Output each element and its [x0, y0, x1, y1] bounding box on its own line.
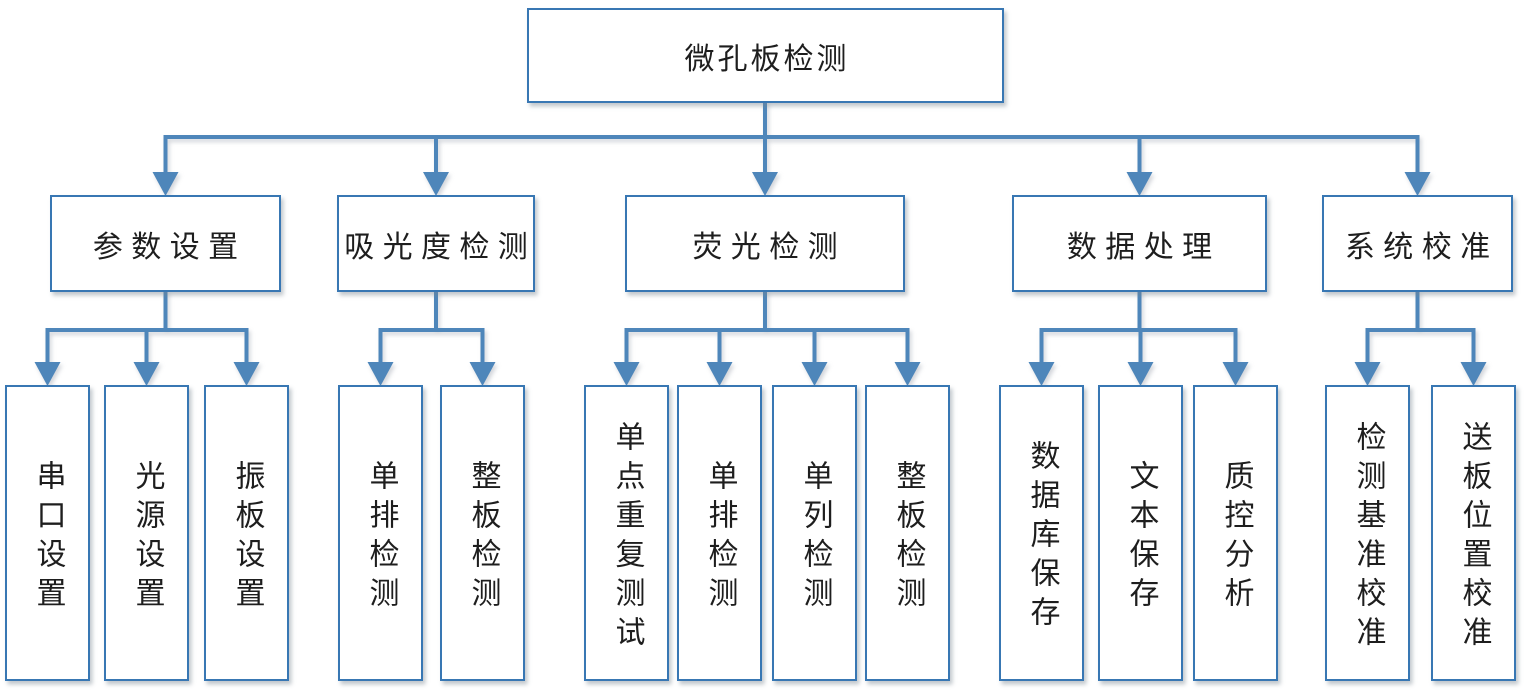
node-label: 数据库保存 [1024, 440, 1060, 635]
node-label: 光源设置 [129, 459, 165, 616]
node-label: 数据处理 [1066, 229, 1221, 265]
node-whole-plate-detection-absorbance: 整板检测 [440, 385, 525, 681]
node-whole-plate-detection-fluorescence: 整板检测 [865, 385, 950, 681]
node-data-processing: 数据处理 [1012, 195, 1267, 292]
node-light-source-settings: 光源设置 [104, 385, 189, 681]
node-label: 串口设置 [30, 459, 66, 616]
node-label: 检测基准校准 [1350, 420, 1386, 655]
node-fluorescence-detection: 荧光检测 [625, 195, 905, 292]
node-label: 送板位置校准 [1456, 420, 1492, 655]
node-label: 荧光检测 [692, 229, 846, 265]
node-serial-port-settings: 串口设置 [5, 385, 90, 681]
node-detection-benchmark-calibration: 检测基准校准 [1325, 385, 1410, 681]
node-label: 参数设置 [92, 229, 247, 265]
node-label: 文本保存 [1123, 459, 1159, 616]
node-single-point-repeat-test: 单点重复测试 [584, 385, 669, 681]
node-single-row-detection-absorbance: 单排检测 [338, 385, 423, 681]
node-text-save: 文本保存 [1098, 385, 1183, 681]
node-label: 单列检测 [797, 459, 833, 616]
node-label: 单点重复测试 [609, 420, 645, 655]
node-label: 微孔板检测 [684, 41, 850, 77]
node-database-save: 数据库保存 [999, 385, 1084, 681]
node-label: 质控分析 [1218, 459, 1254, 616]
node-label: 单排检测 [702, 459, 738, 616]
node-label: 单排检测 [363, 459, 399, 616]
node-plate-shake-settings: 振板设置 [204, 385, 289, 681]
node-microplate-detection: 微孔板检测 [527, 8, 1004, 103]
node-qc-analysis: 质控分析 [1193, 385, 1278, 681]
node-parameter-settings: 参数设置 [50, 195, 281, 292]
node-label: 整板检测 [465, 459, 501, 616]
node-absorbance-detection: 吸光度检测 [337, 195, 535, 292]
node-label: 整板检测 [890, 459, 926, 616]
node-plate-feed-position-calibration: 送板位置校准 [1431, 385, 1516, 681]
node-single-row-detection-fluorescence: 单排检测 [677, 385, 762, 681]
node-label: 振板设置 [229, 459, 265, 616]
node-system-calibration: 系统校准 [1322, 195, 1513, 292]
node-single-column-detection: 单列检测 [772, 385, 857, 681]
node-label: 吸光度检测 [344, 229, 537, 265]
node-label: 系统校准 [1344, 229, 1499, 265]
